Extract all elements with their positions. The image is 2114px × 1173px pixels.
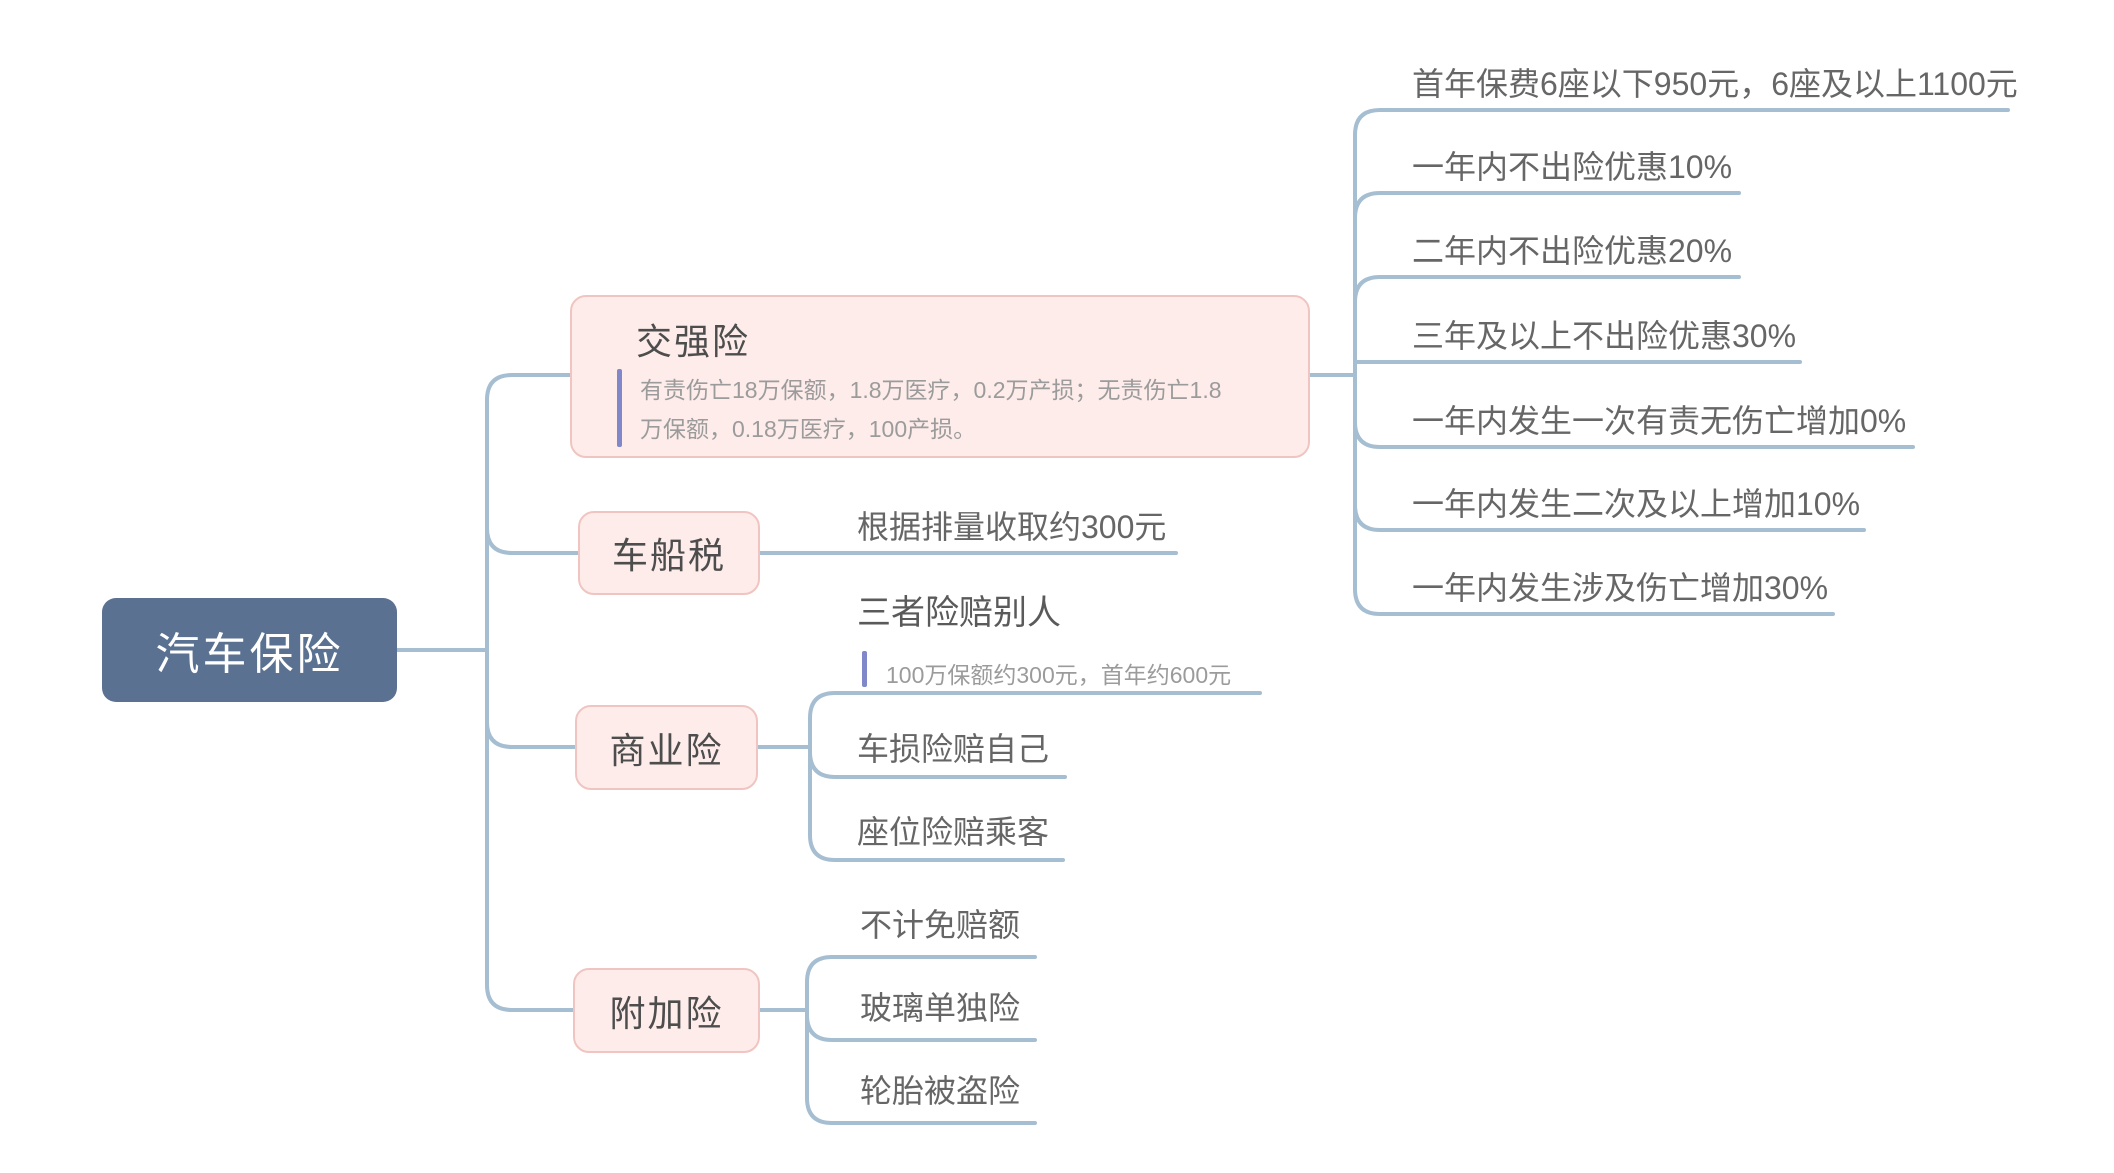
note-bar bbox=[617, 369, 622, 447]
branch-label: 车船税 bbox=[611, 535, 726, 576]
branch-label: 附加险 bbox=[609, 992, 724, 1034]
child-node[interactable]: 首年保费6座以下950元，6座及以上1100元 bbox=[1412, 66, 2018, 102]
underline-jqx-child-1 bbox=[1353, 191, 1741, 220]
child-node[interactable]: 根据排量收取约300元 bbox=[857, 509, 1167, 545]
underline-fjx-child-1 bbox=[805, 1013, 1037, 1042]
underline-jqx-child-0 bbox=[1353, 108, 2010, 137]
connector-main-trunk bbox=[485, 373, 575, 1012]
connector-branch-shangyexian bbox=[485, 720, 577, 749]
child-node[interactable]: 一年内发生涉及伤亡增加30% bbox=[1412, 570, 1829, 606]
underline-syx-child-1 bbox=[808, 750, 1067, 779]
child-node[interactable]: 不计免赔额 bbox=[860, 907, 1021, 943]
child-node[interactable]: 玻璃单独险 bbox=[860, 990, 1021, 1026]
child-note: 100万保额约300元，首年约600元 bbox=[886, 662, 1232, 688]
branch-node-fujiaxian[interactable]: 附加险 bbox=[573, 968, 760, 1053]
child-node[interactable]: 一年内发生二次及以上增加10% bbox=[1412, 486, 1861, 522]
branch-note: 有责伤亡18万保额，1.8万医疗，0.2万产损；无责伤亡1.8万保额，0.18万… bbox=[640, 377, 1222, 442]
underline-jqx-child-5 bbox=[1353, 503, 1866, 532]
child-node[interactable]: 轮胎被盗险 bbox=[860, 1073, 1021, 1109]
child-node[interactable]: 三者险赔别人 bbox=[857, 594, 1061, 632]
root-label: 汽车保险 bbox=[155, 630, 344, 679]
branch-label: 商业险 bbox=[609, 729, 724, 771]
child-node[interactable]: 座位险赔乘客 bbox=[857, 814, 1050, 850]
underline-jqx-child-2 bbox=[1353, 275, 1741, 304]
branch-label: 交强险 bbox=[636, 321, 751, 362]
bracket-fujiaxian bbox=[805, 955, 1037, 1125]
branch-node-chechuanshui[interactable]: 车船税 bbox=[578, 511, 760, 595]
branch-node-jiaoqiangxian[interactable]: 交强险 有责伤亡18万保额，1.8万医疗，0.2万产损；无责伤亡1.8万保额，0… bbox=[570, 295, 1310, 458]
child-node[interactable]: 一年内发生一次有责无伤亡增加0% bbox=[1412, 403, 1907, 439]
branch-node-shangyexian[interactable]: 商业险 bbox=[575, 705, 758, 790]
child-node[interactable]: 三年及以上不出险优惠30% bbox=[1412, 318, 1797, 354]
underline-jqx-child-4 bbox=[1353, 420, 1915, 449]
connector-branch-chechuanshui bbox=[485, 526, 580, 555]
note-bar bbox=[862, 651, 867, 687]
root-node[interactable]: 汽车保险 bbox=[102, 598, 397, 702]
child-node[interactable]: 二年内不出险优惠20% bbox=[1412, 233, 1733, 269]
child-node[interactable]: 一年内不出险优惠10% bbox=[1412, 149, 1733, 185]
child-node[interactable]: 车损险赔自己 bbox=[857, 731, 1050, 767]
bracket-shangyexian bbox=[808, 691, 1262, 862]
underline-jqx-child-6 bbox=[1353, 587, 1835, 616]
